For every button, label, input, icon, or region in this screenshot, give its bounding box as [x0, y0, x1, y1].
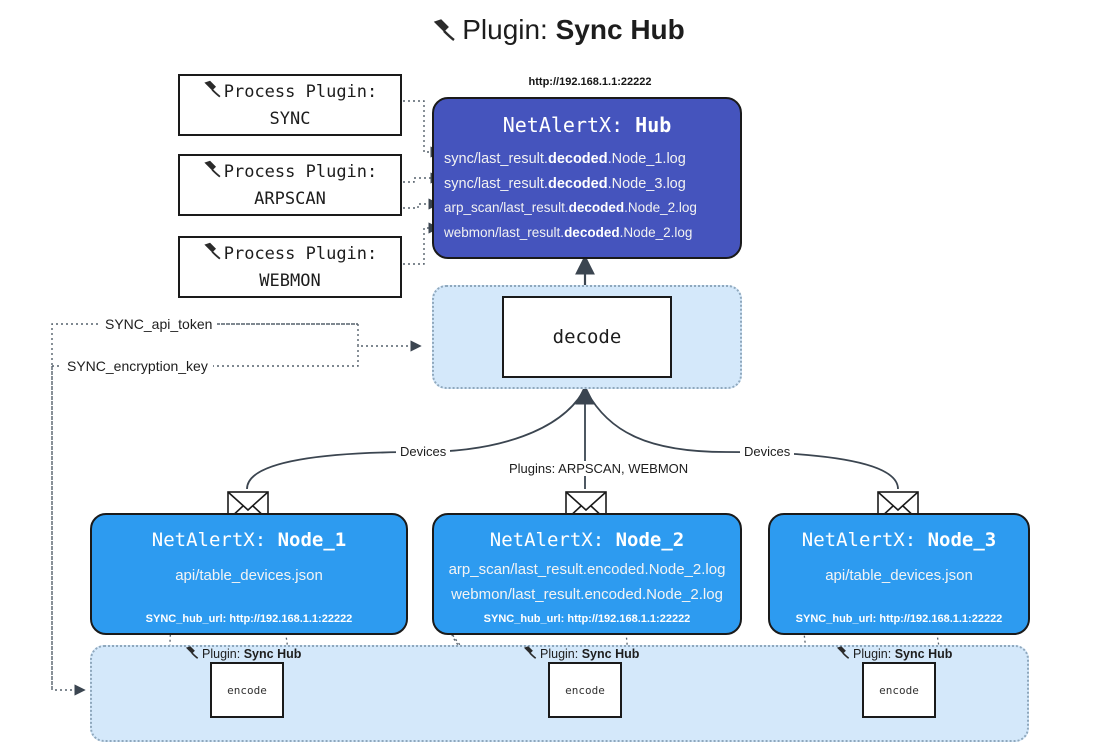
process-plugin-label: Process Plugin: — [223, 162, 378, 183]
node-hub-url: SYNC_hub_url: http://192.168.1.1:22222 — [145, 613, 353, 625]
node-hub-url: SYNC_hub_url: http://192.168.1.1:22222 — [483, 613, 691, 625]
log-pre: sync/last_result. — [444, 175, 548, 192]
hub-log-item: webmon/last_result.decoded.Node_2.log — [444, 221, 740, 246]
page-title: Plugin: Sync Hub — [0, 14, 1117, 50]
process-plugin-label: Process Plugin: — [223, 244, 378, 265]
title-name: Sync Hub — [555, 14, 685, 45]
encoder-plugin-prefix: Plugin: — [853, 647, 892, 661]
hub-title-prefix: NetAlertX: — [502, 113, 624, 137]
node-line-list: arp_scan/last_result.encoded.Node_2.log … — [434, 557, 740, 607]
node-line: webmon/last_result.encoded.Node_2.log — [451, 586, 723, 603]
edge-label-devices-left: Devices — [396, 444, 451, 459]
log-pre: sync/last_result. — [444, 151, 548, 167]
edge-label-devices-right: Devices — [740, 444, 795, 459]
encoder-plugin-label-3: Plugin: Sync Hub — [836, 645, 952, 663]
process-plugin-value: ARPSCAN — [254, 188, 326, 209]
log-post: .Node_2.log — [619, 224, 693, 240]
hub-title: NetAlertX: Hub — [434, 113, 740, 137]
node-hub-url: SYNC_hub_url: http://192.168.1.1:22222 — [795, 613, 1003, 625]
encode-box-1[interactable]: encode — [210, 662, 284, 718]
encoder-plugin-prefix: Plugin: — [540, 647, 579, 661]
log-mid: decoded — [547, 175, 608, 192]
hub-log-item: sync/last_result.decoded.Node_3.log — [444, 172, 740, 197]
log-mid: decoded — [547, 151, 608, 167]
node-title: NetAlertX: Node_3 — [770, 529, 1028, 551]
node-title-prefix: NetAlertX: — [801, 529, 917, 551]
node-line: api/table_devices.json — [175, 567, 323, 584]
log-mid: decoded — [564, 224, 620, 240]
encode-box-2[interactable]: encode — [548, 662, 622, 718]
node-title-prefix: NetAlertX: — [151, 529, 267, 551]
node-line-list: api/table_devices.json — [92, 563, 406, 588]
node-title-name: Node_1 — [277, 529, 347, 551]
encoder-plugin-label-2: Plugin: Sync Hub — [523, 645, 639, 663]
encoder-plugin-name: Sync Hub — [243, 647, 302, 661]
hub-log-list: sync/last_result.decoded.Node_1.log sync… — [434, 147, 740, 245]
node-box-node-3[interactable]: NetAlertX: Node_3 api/table_devices.json… — [768, 513, 1030, 635]
process-plugin-value: WEBMON — [259, 270, 321, 291]
plug-icon — [836, 645, 851, 663]
secret-label-api-token: SYNC_api_token — [100, 316, 218, 332]
node-box-node-1[interactable]: NetAlertX: Node_1 api/table_devices.json… — [90, 513, 408, 635]
process-plugin-box-arpscan[interactable]: Process Plugin: ARPSCAN — [178, 154, 402, 216]
node-line: api/table_devices.json — [825, 567, 973, 584]
plug-icon — [523, 645, 538, 663]
process-plugin-box-webmon[interactable]: Process Plugin: WEBMON — [178, 236, 402, 298]
plug-icon — [203, 241, 223, 269]
process-plugin-box-sync[interactable]: Process Plugin: SYNC — [178, 74, 402, 136]
node-box-node-2[interactable]: NetAlertX: Node_2 arp_scan/last_result.e… — [432, 513, 742, 635]
encoder-plugin-name: Sync Hub — [581, 647, 640, 661]
encode-box-3[interactable]: encode — [862, 662, 936, 718]
log-post: .Node_3.log — [607, 175, 686, 192]
plug-icon — [432, 17, 458, 50]
node-title-prefix: NetAlertX: — [489, 529, 605, 551]
node-title-name: Node_3 — [927, 529, 997, 551]
plug-icon — [185, 645, 200, 663]
encoder-plugin-name: Sync Hub — [894, 647, 953, 661]
decode-box[interactable]: decode — [502, 296, 672, 378]
hub-node[interactable]: NetAlertX: Hub sync/last_result.decoded.… — [432, 97, 742, 259]
encoder-plugin-prefix: Plugin: — [202, 647, 241, 661]
secret-label-encryption-key: SYNC_encryption_key — [62, 358, 213, 374]
edge-label-plugins-center: Plugins: ARPSCAN, WEBMON — [505, 461, 693, 476]
node-title: NetAlertX: Node_2 — [434, 529, 740, 551]
log-mid: decoded — [568, 200, 625, 215]
title-prefix: Plugin: — [462, 14, 548, 45]
node-title-name: Node_2 — [615, 529, 685, 551]
log-post: .Node_2.log — [624, 200, 697, 215]
node-line-list: api/table_devices.json — [770, 563, 1028, 588]
hub-log-item: sync/last_result.decoded.Node_1.log — [444, 147, 740, 172]
plug-icon — [203, 79, 223, 107]
node-line: arp_scan/last_result.encoded.Node_2.log — [448, 561, 726, 578]
hub-title-name: Hub — [635, 113, 672, 137]
log-pre: webmon/last_result. — [444, 224, 565, 240]
process-plugin-value: SYNC — [269, 108, 311, 129]
process-plugin-label: Process Plugin: — [223, 82, 378, 103]
hub-log-item: arp_scan/last_result.decoded.Node_2.log — [444, 196, 740, 221]
encoder-plugin-label-1: Plugin: Sync Hub — [185, 645, 301, 663]
node-title: NetAlertX: Node_1 — [92, 529, 406, 551]
hub-url-label: http://192.168.1.1:22222 — [528, 76, 652, 88]
log-post: .Node_1.log — [607, 151, 686, 167]
log-pre: arp_scan/last_result. — [444, 200, 569, 215]
plug-icon — [203, 159, 223, 187]
